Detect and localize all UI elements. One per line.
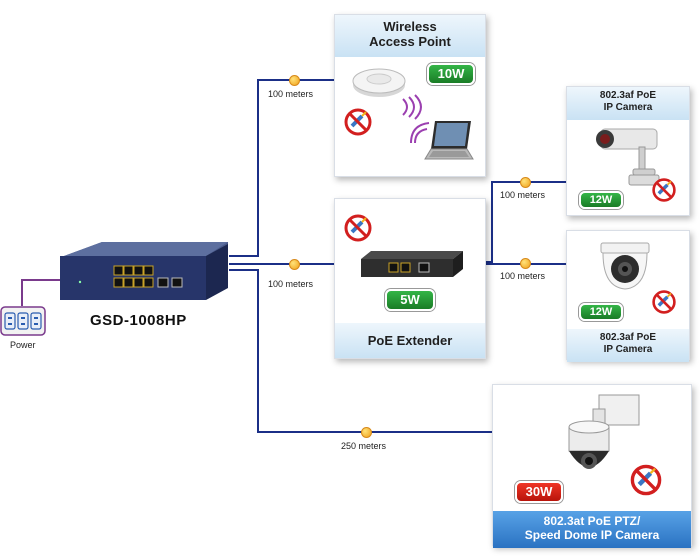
link-wireless-ap bbox=[229, 79, 348, 257]
extender-watt-badge: 5W bbox=[385, 289, 435, 311]
ptz-watt-badge: 30W bbox=[515, 481, 563, 503]
camera-top-watt-badge: 12W bbox=[579, 191, 623, 209]
wireless-ap-watt-badge: 10W bbox=[427, 63, 475, 85]
camera-mid-title: 802.3af PoE IP Camera bbox=[567, 329, 689, 362]
laptop-icon bbox=[424, 121, 474, 160]
power-label: Power bbox=[10, 340, 36, 350]
bullet-camera-icon bbox=[596, 128, 660, 186]
ip-camera-mid-card: 12W 802.3af PoE IP Camera bbox=[566, 230, 690, 362]
no-power-plug-icon bbox=[630, 464, 662, 496]
dome-camera-icon bbox=[600, 242, 650, 290]
ptz-title: 802.3at PoE PTZ/ Speed Dome IP Camera bbox=[493, 511, 691, 548]
extender-title: PoE Extender bbox=[335, 323, 485, 358]
ptz-camera-card: 30W 802.3at PoE PTZ/ Speed Dome IP Camer… bbox=[492, 384, 692, 548]
ip-camera-top-card: 802.3af PoE IP Camera 12W bbox=[566, 86, 690, 216]
no-power-plug-icon bbox=[344, 214, 372, 242]
distance-label-extender: 100 meters bbox=[268, 279, 314, 289]
poe-dot-icon bbox=[361, 427, 372, 438]
camera-top-title: 802.3af PoE IP Camera bbox=[567, 87, 689, 120]
switch-device bbox=[60, 242, 228, 300]
distance-label-ptz: 250 meters bbox=[341, 441, 387, 451]
wifi-signal-icon bbox=[402, 94, 422, 120]
poe-extender-device bbox=[361, 251, 463, 277]
ptz-dome-camera-icon bbox=[568, 394, 640, 469]
no-power-plug-icon bbox=[652, 290, 676, 314]
switch-model-label: GSD-1008HP bbox=[90, 312, 187, 329]
access-point-icon bbox=[352, 68, 406, 97]
poe-dot-icon bbox=[520, 258, 531, 269]
no-power-plug-icon bbox=[652, 178, 676, 202]
poe-dot-icon bbox=[520, 177, 531, 188]
no-power-plug-icon bbox=[344, 108, 372, 136]
poe-extender-card: 5W PoE Extender bbox=[334, 198, 486, 359]
poe-dot-icon bbox=[289, 259, 300, 270]
wireless-ap-title: Wireless Access Point bbox=[335, 15, 485, 57]
wireless-ap-card: Wireless Access Point 10W bbox=[334, 14, 486, 177]
distance-label-camera-mid: 100 meters bbox=[500, 271, 546, 281]
distance-label-camera-top: 100 meters bbox=[500, 190, 546, 200]
camera-mid-watt-badge: 12W bbox=[579, 303, 623, 321]
wifi-signal-icon bbox=[410, 122, 430, 144]
distance-label-wireless-ap: 100 meters bbox=[268, 89, 314, 99]
poe-dot-icon bbox=[289, 75, 300, 86]
power-cable bbox=[21, 279, 60, 306]
power-strip-icon bbox=[0, 306, 46, 336]
link-ptz bbox=[229, 269, 598, 433]
